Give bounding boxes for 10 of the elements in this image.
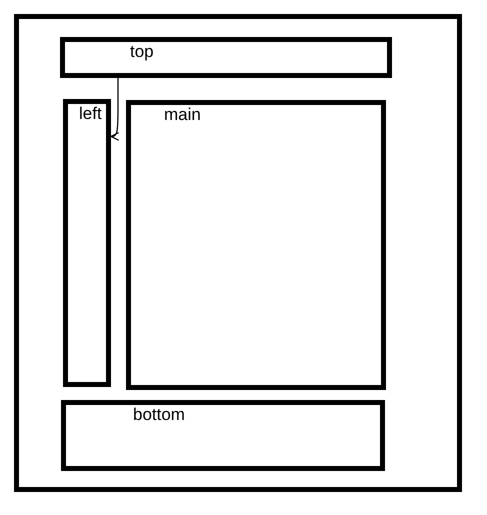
region-label: bottom [133, 405, 185, 425]
region-box [61, 400, 385, 471]
region-label: main [164, 105, 201, 125]
curved-arrow [110, 78, 120, 141]
region-label: left [79, 104, 102, 124]
region-box [126, 100, 386, 390]
region-box [63, 99, 111, 387]
region-box [60, 37, 392, 78]
region-label: top [130, 42, 154, 62]
frame-box [14, 14, 462, 492]
